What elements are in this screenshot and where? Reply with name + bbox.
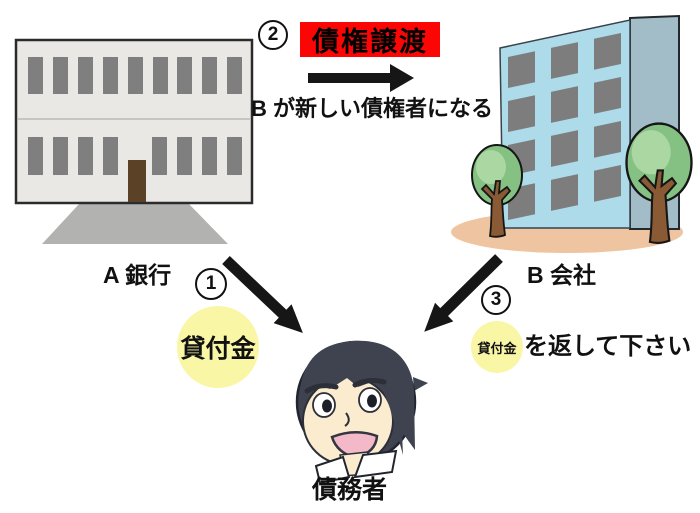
bank-windows xyxy=(28,57,242,175)
arrow-head xyxy=(424,302,454,332)
company-window xyxy=(551,174,578,211)
bank-base xyxy=(42,203,228,244)
hair-spike xyxy=(413,377,428,391)
assignment-caption: B が新しい債権者になる xyxy=(251,96,494,121)
bank-window xyxy=(227,57,242,94)
step-1-badge: 1 xyxy=(195,268,227,300)
assignment-title: 債権譲渡 xyxy=(300,22,440,57)
bank-window xyxy=(103,137,118,175)
bank-window xyxy=(152,137,167,175)
collar-right xyxy=(353,449,398,479)
bank-window xyxy=(177,137,192,175)
bank-window xyxy=(78,57,93,94)
company-building xyxy=(451,14,693,253)
eyebrow-right xyxy=(352,378,387,388)
bank-window xyxy=(28,137,43,175)
bank-window xyxy=(227,137,242,175)
company-window xyxy=(551,130,578,167)
loan-bubble-small: 貸付金 xyxy=(471,321,523,373)
loan-bubble-large: 貸付金 xyxy=(177,306,259,388)
company-label: B 会社 xyxy=(527,262,596,288)
tree xyxy=(625,122,693,244)
company-window xyxy=(594,165,621,202)
arrow-shaft xyxy=(222,256,288,320)
company-window xyxy=(594,33,621,70)
tree-foliage-highlight xyxy=(631,130,671,175)
company-window xyxy=(551,42,578,79)
arrow-head xyxy=(390,64,414,92)
company-window xyxy=(594,77,621,114)
company-window xyxy=(508,95,535,133)
bank-window xyxy=(202,57,217,94)
collar-left xyxy=(314,455,351,485)
loan-arrow xyxy=(222,256,303,333)
step-3-badge: 3 xyxy=(481,285,511,315)
bank-window xyxy=(28,57,43,94)
assignment-arrow xyxy=(308,64,414,92)
nose xyxy=(344,412,350,427)
tree-foliage-highlight xyxy=(476,150,506,184)
step-2-badge: 2 xyxy=(258,20,288,50)
tree-trunk xyxy=(480,180,512,238)
arrows xyxy=(222,64,503,333)
tree-trunk xyxy=(638,169,678,244)
bank-window xyxy=(128,57,143,94)
bank-building xyxy=(14,38,254,244)
company-window xyxy=(508,51,535,89)
bank-label: A 銀行 xyxy=(103,262,172,288)
arrow-shaft xyxy=(438,254,503,318)
pupil-left xyxy=(322,399,332,413)
company-window xyxy=(594,121,621,158)
debtor-label: 債務者 xyxy=(312,476,388,504)
repay-message: を返して下さい xyxy=(524,333,692,360)
bank-window xyxy=(78,137,93,175)
bank-window xyxy=(53,57,68,94)
bank-window xyxy=(53,137,68,175)
debtor-figure xyxy=(295,340,428,485)
arrow-head xyxy=(273,304,303,333)
eyebrow-left xyxy=(304,383,339,394)
repay-arrow xyxy=(424,254,503,332)
bank-window xyxy=(202,137,217,175)
pupil-right xyxy=(367,394,377,408)
company-windows xyxy=(508,33,621,221)
company-window xyxy=(551,86,578,123)
tree xyxy=(471,144,523,238)
bangs xyxy=(298,340,415,455)
arrow-shaft xyxy=(308,73,392,83)
bank-window xyxy=(177,57,192,94)
bank-window xyxy=(153,57,168,94)
bank-door xyxy=(128,160,146,202)
bank-window xyxy=(103,57,118,94)
